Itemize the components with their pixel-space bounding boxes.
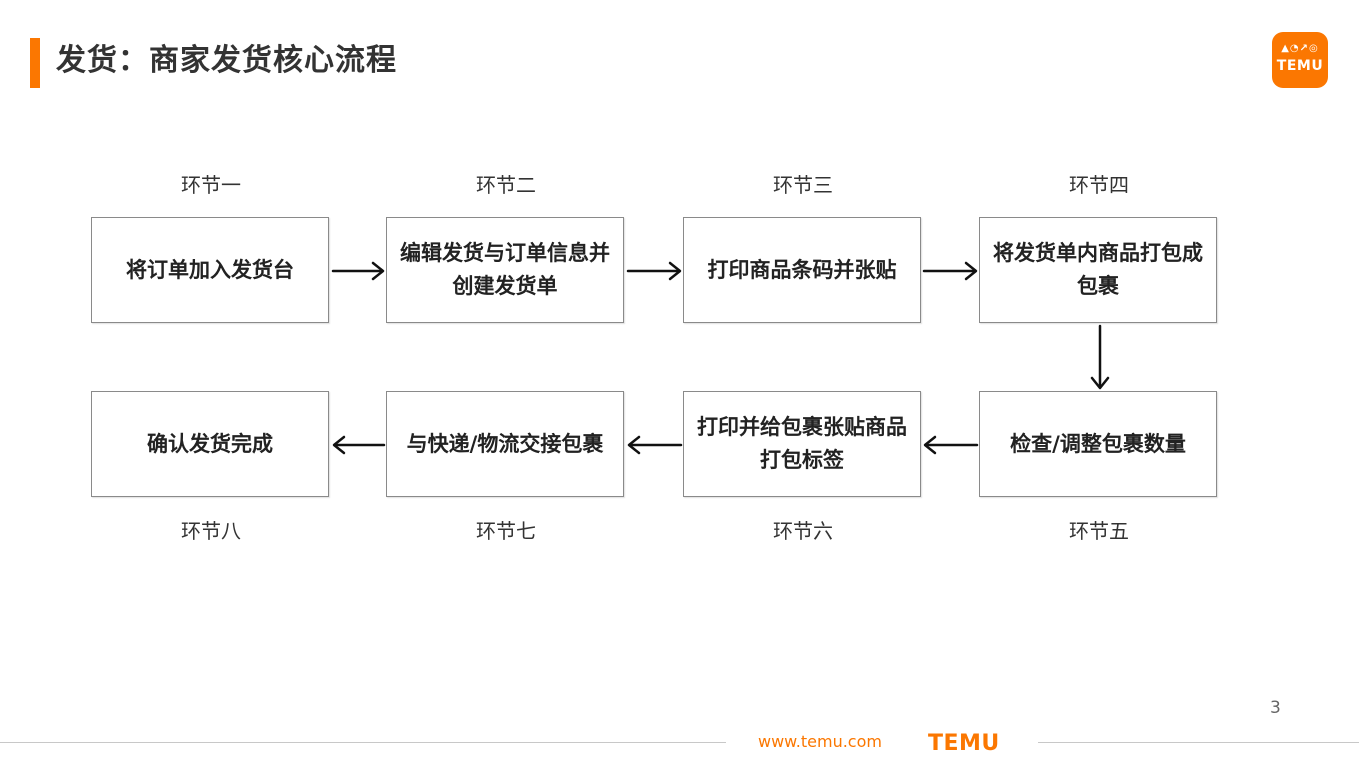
stage-7-label: 环节七 xyxy=(476,519,536,543)
stage-2-box: 编辑发货与订单信息并创建发货单 xyxy=(386,217,624,323)
stage-2-text: 编辑发货与订单信息并创建发货单 xyxy=(400,241,610,298)
stage-5-label: 环节五 xyxy=(1069,519,1129,543)
arrow-7-to-8 xyxy=(332,435,386,455)
stage-2-label: 环节二 xyxy=(476,173,536,197)
stage-6-text: 打印并给包裹张贴商品打包标签 xyxy=(697,415,907,472)
title-accent-bar xyxy=(30,38,40,88)
footer-divider-left xyxy=(0,742,726,743)
temu-logo: ▲◔↗◎ TEMU xyxy=(1272,32,1328,88)
stage-8-text: 确认发货完成 xyxy=(147,431,273,456)
page-number: 3 xyxy=(1270,698,1281,718)
arrow-2-to-3 xyxy=(626,261,682,281)
stage-5-text: 检查/调整包裹数量 xyxy=(1010,431,1186,456)
stage-3-box: 打印商品条码并张贴 xyxy=(683,217,921,323)
arrow-6-to-7 xyxy=(627,435,683,455)
footer-divider-right xyxy=(1038,742,1359,743)
stage-3-label: 环节三 xyxy=(773,173,833,197)
stage-7-text: 与快递/物流交接包裹 xyxy=(406,431,604,456)
arrow-1-to-2 xyxy=(331,261,385,281)
stage-5-box: 检查/调整包裹数量 xyxy=(979,391,1217,497)
logo-text: TEMU xyxy=(1276,58,1324,74)
stage-8-label: 环节八 xyxy=(181,519,241,543)
arrow-5-to-6 xyxy=(923,435,979,455)
stage-4-label: 环节四 xyxy=(1069,173,1129,197)
logo-icons: ▲◔↗◎ xyxy=(1281,43,1319,54)
arrow-4-to-5 xyxy=(1090,324,1110,390)
stage-1-text: 将订单加入发货台 xyxy=(126,257,294,282)
stage-1-label: 环节一 xyxy=(181,173,241,197)
page-title: 发货：商家发货核心流程 xyxy=(56,43,397,78)
stage-3-text: 打印商品条码并张贴 xyxy=(707,257,897,282)
stage-8-box: 确认发货完成 xyxy=(91,391,329,497)
stage-7-box: 与快递/物流交接包裹 xyxy=(386,391,624,497)
stage-6-box: 打印并给包裹张贴商品打包标签 xyxy=(683,391,921,497)
stage-4-box: 将发货单内商品打包成包裹 xyxy=(979,217,1217,323)
arrow-3-to-4 xyxy=(922,261,978,281)
footer-url: www.temu.com xyxy=(758,732,882,751)
stage-1-box: 将订单加入发货台 xyxy=(91,217,329,323)
stage-6-label: 环节六 xyxy=(773,519,833,543)
stage-4-text: 将发货单内商品打包成包裹 xyxy=(993,241,1203,298)
footer-brand-logo: TEMU xyxy=(928,731,1000,756)
